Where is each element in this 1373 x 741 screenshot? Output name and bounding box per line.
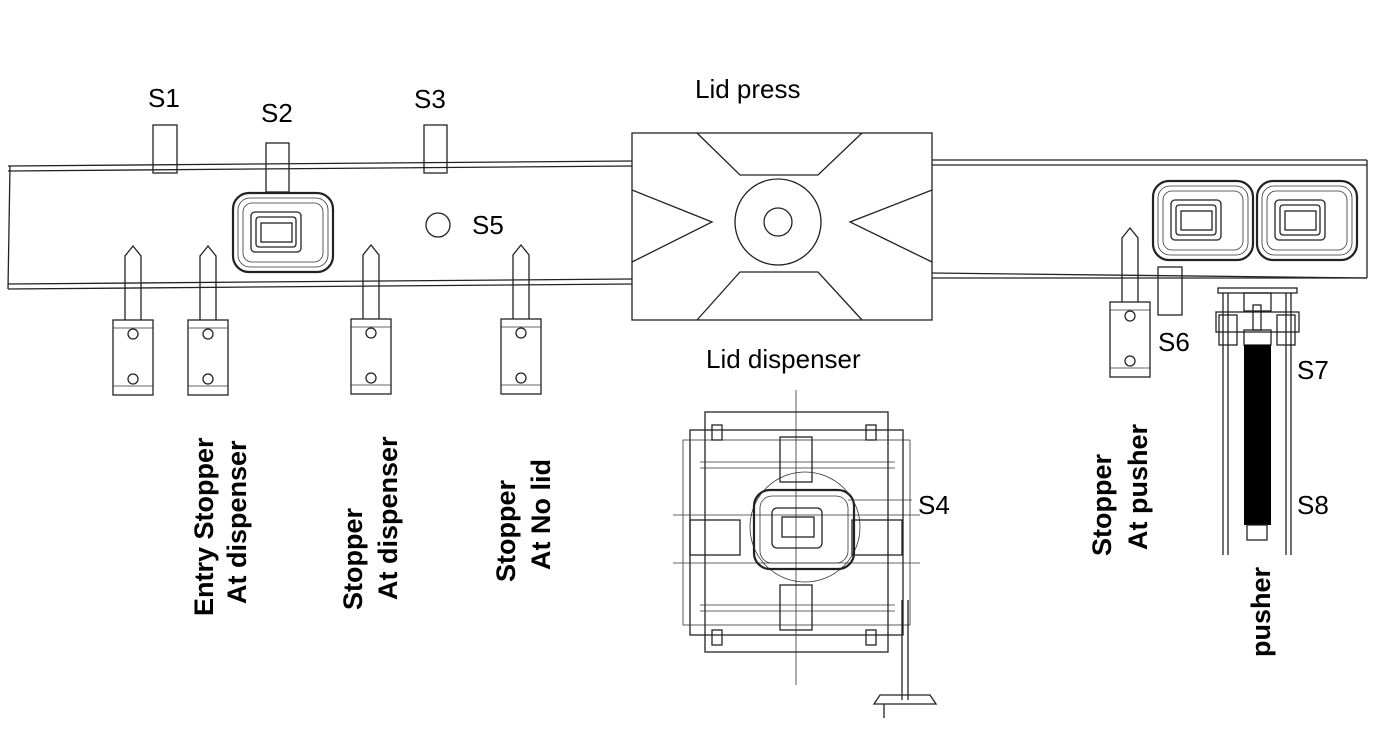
pusher-label: pusher xyxy=(1246,566,1276,657)
svg-text:At dispenser: At dispenser xyxy=(222,440,252,604)
label-s1: S1 xyxy=(148,83,180,113)
svg-text:pusher: pusher xyxy=(1246,566,1276,657)
lid-press-label: Lid press xyxy=(695,74,801,104)
label-s6: S6 xyxy=(1158,327,1190,357)
svg-text:At No lid: At No lid xyxy=(526,459,556,570)
svg-text:Stopper: Stopper xyxy=(338,508,368,610)
svg-text:Entry Stopper: Entry Stopper xyxy=(189,437,219,616)
svg-text:Stopper: Stopper xyxy=(1087,454,1117,556)
label-s2: S2 xyxy=(261,98,293,128)
tray xyxy=(1255,179,1359,262)
lid-dispenser-label: Lid dispenser xyxy=(706,344,861,374)
sensor-s6 xyxy=(1157,266,1183,316)
label-s7: S7 xyxy=(1297,355,1329,385)
stopper-pusher-label: Stopper At pusher xyxy=(1087,423,1153,556)
label-s5: S5 xyxy=(472,210,504,240)
svg-text:Stopper: Stopper xyxy=(491,480,521,582)
right-conveyor xyxy=(931,159,1368,279)
pusher-assembly xyxy=(1215,287,1300,555)
stopper-no-lid-label: Stopper At No lid xyxy=(491,459,556,582)
stopper xyxy=(187,245,229,396)
lid-press xyxy=(631,132,933,321)
left-conveyor xyxy=(7,160,633,290)
sensor-s1 xyxy=(152,124,178,174)
label-s3: S3 xyxy=(414,84,446,114)
tray xyxy=(1151,179,1255,262)
svg-text:At dispenser: At dispenser xyxy=(373,436,403,600)
stopper xyxy=(500,244,542,395)
sensor-s3 xyxy=(423,124,448,174)
sensor-s5 xyxy=(425,212,451,238)
stopper xyxy=(350,244,392,395)
label-s4: S4 xyxy=(918,490,950,520)
tray xyxy=(231,191,335,274)
stopper-dispenser-label: Stopper At dispenser xyxy=(338,436,403,610)
svg-text:At pusher: At pusher xyxy=(1123,423,1153,550)
entry-stopper-label: Entry Stopper At dispenser xyxy=(189,437,252,616)
stopper xyxy=(112,244,154,396)
sensor-s2 xyxy=(265,142,290,193)
label-s8: S8 xyxy=(1297,490,1329,520)
lid-dispenser xyxy=(673,390,938,718)
stopper xyxy=(1109,227,1151,378)
